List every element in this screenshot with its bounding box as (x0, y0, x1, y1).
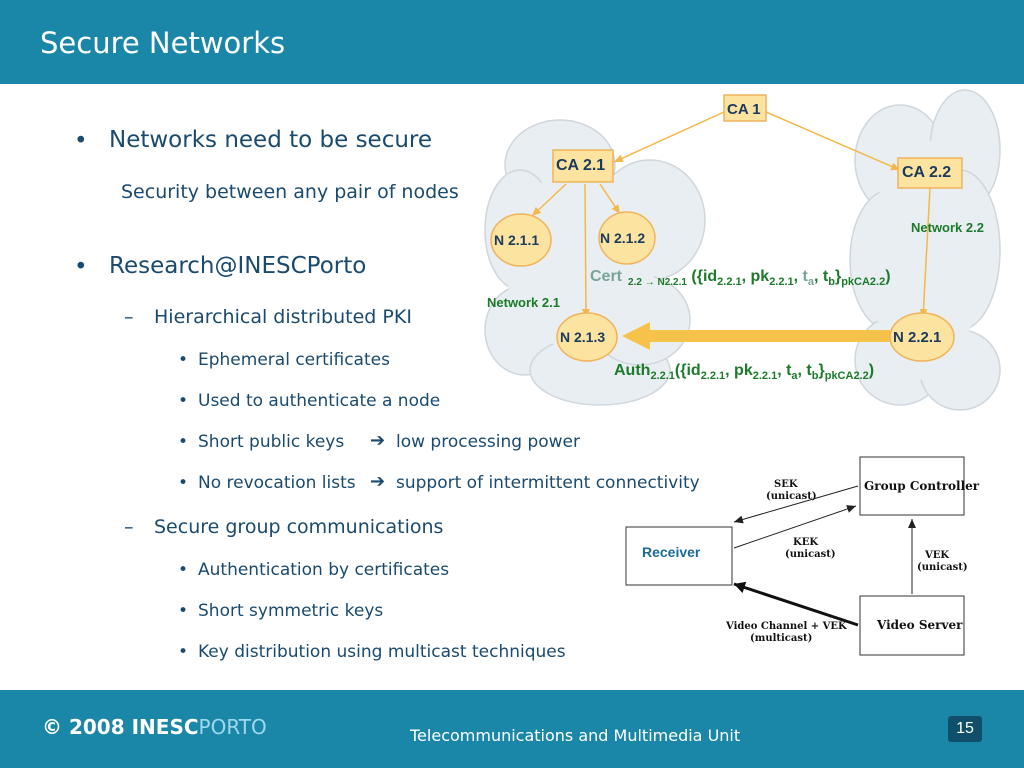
auth-label: Auth (614, 362, 651, 379)
group-controller-label: Group Controller (864, 479, 980, 493)
kek-mode-label: (unicast) (785, 549, 836, 560)
n212-label: N 2.1.2 (600, 230, 646, 246)
dash-marker: – (124, 516, 134, 538)
item-auth-certificates: Authentication by certificates (198, 560, 450, 580)
edge-ca21-n212 (599, 183, 621, 215)
bullet-dot: • (74, 254, 88, 280)
org-name-inesc: INESC (131, 715, 199, 739)
bullet-dot: • (178, 642, 189, 662)
kek-label: KEK (793, 537, 819, 548)
edge-ca22-n221 (919, 187, 931, 319)
cert-subscript: 2.2 → N2.2.1 (628, 277, 687, 288)
edge-ca21-n213 (581, 183, 590, 319)
bullet-dot: • (178, 560, 189, 580)
vek-label: VEK (925, 550, 950, 561)
footer-copyright: © 2008 INESCPORTO (42, 715, 267, 739)
edge-ca1-ca21 (613, 111, 725, 163)
video-mode-label: (multicast) (750, 633, 813, 644)
bullet-dot: • (178, 432, 189, 452)
edge-ca21-n211 (531, 183, 567, 217)
auth-formula: Auth2.2.1({id2.2.1, pk2.2.1, ta, tb}pkCA… (614, 362, 875, 383)
item-short-public-keys: Short public keys (198, 432, 345, 452)
bullet-research: Research@INESCPorto (109, 253, 367, 279)
bullet-security-pairs: Security between any pair of nodes (121, 181, 459, 203)
item-intermittent: support of intermittent connectivity (396, 473, 700, 493)
bullet-dot: • (178, 473, 189, 493)
n213-label: N 2.1.3 (560, 329, 606, 345)
vek-mode-label: (unicast) (917, 562, 968, 573)
org-name-porto: PORTO (198, 715, 267, 739)
copyright-year: © 2008 (42, 715, 125, 739)
bullet-dot: • (74, 128, 88, 154)
bullet-dot: • (178, 350, 189, 370)
edge-ca1-ca22 (765, 111, 901, 171)
slide-footer: © 2008 INESCPORTO Telecommunications and… (0, 690, 1024, 768)
item-key-distribution: Key distribution using multicast techniq… (198, 642, 566, 662)
item-no-revocation: No revocation lists (198, 473, 356, 493)
item-short-symmetric: Short symmetric keys (198, 601, 384, 621)
auth-transfer-arrowhead (622, 322, 650, 350)
auth-subscript: 2.2.1 (650, 370, 675, 383)
sek-mode-label: (unicast) (766, 491, 817, 502)
sek-label: SEK (774, 479, 798, 490)
subbullet-group-comm: Secure group communications (154, 516, 444, 538)
bullet-dot: • (178, 601, 189, 621)
item-low-processing: low processing power (396, 432, 580, 452)
slide-title: Secure Networks (40, 26, 286, 60)
dash-marker: – (124, 306, 134, 328)
bullet-dot: • (178, 391, 189, 411)
ca22-label: CA 2.2 (902, 164, 952, 181)
item-authenticate-node: Used to authenticate a node (198, 391, 441, 411)
auth-transfer-arrow-shaft (645, 330, 890, 342)
edge-video-channel (733, 581, 859, 627)
network22-label: Network 2.2 (911, 220, 984, 235)
n221-label: N 2.2.1 (893, 329, 942, 346)
right-arrow-icon: ➔ (370, 430, 386, 451)
right-arrow-icon: ➔ (370, 471, 386, 492)
cert-label: Cert (590, 268, 623, 285)
footer-unit-name: Telecommunications and Multimedia Unit (410, 726, 741, 745)
item-ephemeral-certs: Ephemeral certificates (198, 350, 390, 370)
slide-header: Secure Networks (0, 0, 1024, 84)
video-channel-label: Video Channel + VEK (726, 621, 847, 632)
receiver-label: Receiver (642, 544, 701, 560)
n211-label: N 2.1.1 (494, 232, 540, 248)
ca21-label: CA 2.1 (556, 157, 606, 174)
page-number: 15 (948, 716, 982, 742)
video-server-label: Video Server (877, 618, 963, 632)
ca1-label: CA 1 (727, 101, 761, 118)
subbullet-pki: Hierarchical distributed PKI (154, 306, 412, 328)
network21-label: Network 2.1 (487, 295, 560, 310)
bullet-networks-secure: Networks need to be secure (109, 127, 433, 153)
